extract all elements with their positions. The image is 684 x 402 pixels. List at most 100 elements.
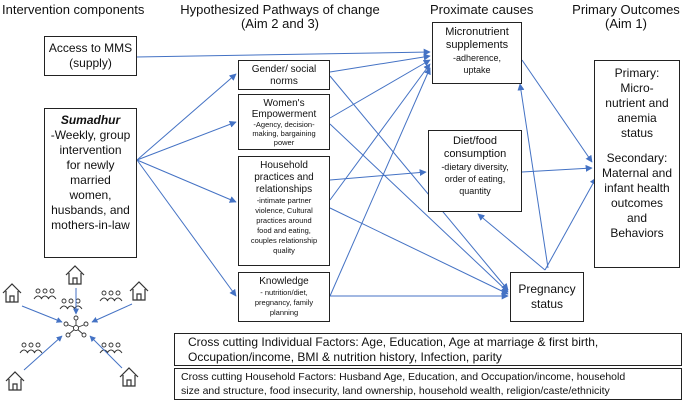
sumadhur-line-6: husbands, and bbox=[51, 203, 130, 217]
outcomes-line-8: Maternal and bbox=[601, 166, 673, 180]
house-icon bbox=[119, 367, 139, 387]
outcomes-line-2: Micro- bbox=[620, 81, 654, 95]
outcomes-line-6 bbox=[595, 141, 679, 151]
house-icon bbox=[129, 281, 149, 301]
header-pathways-line1: Hypothesized Pathways of change bbox=[180, 2, 380, 17]
sumadhur-line-2: intervention bbox=[59, 143, 122, 157]
arrow-gender-micro bbox=[329, 53, 431, 73]
community-network-illustration bbox=[2, 265, 149, 391]
arrow-micro-outcomes bbox=[521, 59, 593, 163]
gender-norms-box: Gender/ social norms bbox=[238, 60, 330, 90]
people-group-icon bbox=[59, 298, 83, 310]
women-title1: Women's bbox=[263, 98, 305, 109]
cross-household-line2: size and structure, food insecurity, lan… bbox=[181, 385, 610, 397]
arrow-pregnancy-diet bbox=[477, 213, 546, 271]
arrow-knowledge-micro bbox=[329, 67, 431, 297]
gender-line1: Gender/ social bbox=[251, 64, 317, 75]
sumadhur-line-1: -Weekly, group bbox=[50, 128, 131, 142]
household-title-2: practices and bbox=[254, 172, 314, 183]
diet-sub-2: order of eating, bbox=[444, 174, 506, 184]
women-sub2: making, bargaining bbox=[252, 129, 316, 138]
outcomes-line-9: infant health bbox=[604, 181, 670, 195]
women-title2: Empowerment bbox=[251, 109, 317, 120]
womens-empowerment-box: Women's Empowerment -Agency, decision- m… bbox=[238, 94, 330, 150]
knowledge-sub-3: planning bbox=[269, 308, 299, 317]
sumadhur-line-7: mothers-in-law bbox=[51, 218, 130, 232]
header-primary-outcomes: Primary Outcomes (Aim 1) bbox=[570, 3, 682, 31]
outcomes-line-10: outcomes bbox=[610, 196, 664, 210]
household-sub-3: practices around bbox=[256, 216, 312, 225]
cross-individual-line1: Cross cutting Individual Factors: Age, E… bbox=[188, 335, 599, 349]
header-pathways-line2: (Aim 2 and 3) bbox=[240, 16, 320, 31]
access-line1: Access to MMS bbox=[48, 41, 133, 55]
people-group-icon bbox=[99, 342, 123, 354]
micro-sub-2: uptake bbox=[463, 65, 491, 75]
house-icon bbox=[2, 283, 22, 303]
gender-line2: norms bbox=[270, 76, 298, 87]
diet-title-2: consumption bbox=[443, 148, 507, 160]
diet-sub-1: -dietary diversity, bbox=[441, 162, 509, 172]
network-hub-icon bbox=[63, 315, 89, 338]
cross-individual-box: Cross cutting Individual Factors: Age, E… bbox=[174, 333, 682, 366]
arrow-pregnancy-outcomes bbox=[544, 177, 597, 271]
outcomes-line-1: Primary: bbox=[614, 66, 660, 80]
people-group-icon bbox=[99, 290, 123, 302]
primary-outcomes-box: Primary: Micro- nutrient and anemia stat… bbox=[594, 60, 680, 268]
diet-sub-3: quantity bbox=[459, 186, 491, 196]
arrow-sum-women bbox=[136, 120, 237, 161]
arrow-household-pregnancy bbox=[329, 207, 509, 295]
cross-household-line1: Cross cutting Household Factors: Husband… bbox=[181, 371, 626, 383]
household-practices-box: Household practices and relationships -i… bbox=[238, 156, 330, 266]
cross-individual-line2: Occupation/income, BMI & nutrition histo… bbox=[188, 350, 502, 364]
sumadhur-title: Sumadhur bbox=[60, 113, 121, 127]
header-pathways: Hypothesized Pathways of change (Aim 2 a… bbox=[180, 3, 380, 31]
arrow-sum-gender bbox=[136, 73, 237, 161]
header-intervention-components: Intervention components bbox=[2, 2, 145, 17]
house-icon bbox=[5, 371, 25, 391]
women-sub1: -Agency, decision- bbox=[253, 120, 315, 129]
pregnancy-status-box: Pregnancy status bbox=[510, 272, 584, 322]
household-sub-6: quality bbox=[273, 246, 295, 255]
header-proximate-causes: Proximate causes bbox=[430, 2, 534, 17]
sumadhur-line-3: for newly bbox=[66, 158, 115, 172]
arrow-women-pregnancy bbox=[329, 123, 509, 293]
arrow-pregnancy-micro bbox=[517, 83, 549, 269]
arrow-sum-knowledge bbox=[136, 159, 237, 297]
header-outcomes-line1: Primary Outcomes bbox=[572, 2, 680, 17]
arrow-women-micro bbox=[329, 59, 431, 119]
outcomes-line-5: status bbox=[620, 126, 653, 140]
sumadhur-line-5: women, bbox=[69, 188, 112, 202]
access-to-mms-box: Access to MMS (supply) bbox=[44, 36, 137, 76]
access-line2: (supply) bbox=[69, 56, 112, 70]
knowledge-title: Knowledge bbox=[259, 276, 309, 287]
arrow-household-diet bbox=[329, 169, 427, 181]
household-sub-5: couples relationship bbox=[250, 236, 318, 245]
people-group-icon bbox=[19, 342, 43, 354]
diet-title-1: Diet/food bbox=[452, 135, 498, 147]
people-group-icon bbox=[33, 288, 57, 300]
outcomes-line-11: and bbox=[626, 211, 648, 225]
household-sub-1: -intimate partner bbox=[256, 196, 312, 205]
sumadhur-line-4: married bbox=[70, 173, 111, 187]
sumadhur-box: Sumadhur -Weekly, group intervention for… bbox=[44, 108, 137, 258]
diet-consumption-box: Diet/food consumption -dietary diversity… bbox=[428, 130, 522, 212]
cross-household-box: Cross cutting Household Factors: Husband… bbox=[174, 368, 682, 400]
arrow-gender-pregnancy bbox=[329, 75, 509, 291]
header-outcomes-line2: (Aim 1) bbox=[605, 16, 647, 31]
outcomes-line-4: anemia bbox=[617, 111, 657, 125]
pregnancy-line2: status bbox=[530, 297, 563, 311]
house-icon bbox=[65, 265, 85, 285]
knowledge-sub-2: pregnancy, family bbox=[254, 298, 314, 307]
arrow-household-micro bbox=[329, 63, 431, 201]
women-sub3: power bbox=[273, 138, 295, 147]
arrow-access-micro bbox=[135, 48, 431, 58]
household-sub-2: violence, Cultural bbox=[255, 206, 313, 215]
arrow-sum-household bbox=[136, 159, 237, 203]
micro-title-1: Micronutrient bbox=[445, 26, 509, 38]
knowledge-box: Knowledge - nutrition/diet, pregnancy, f… bbox=[238, 272, 330, 322]
outcomes-line-12: Behaviors bbox=[610, 226, 664, 240]
household-title-3: relationships bbox=[255, 184, 313, 195]
outcomes-line-7: Secondary: bbox=[606, 151, 668, 165]
household-sub-4: food and eating, bbox=[257, 226, 311, 235]
